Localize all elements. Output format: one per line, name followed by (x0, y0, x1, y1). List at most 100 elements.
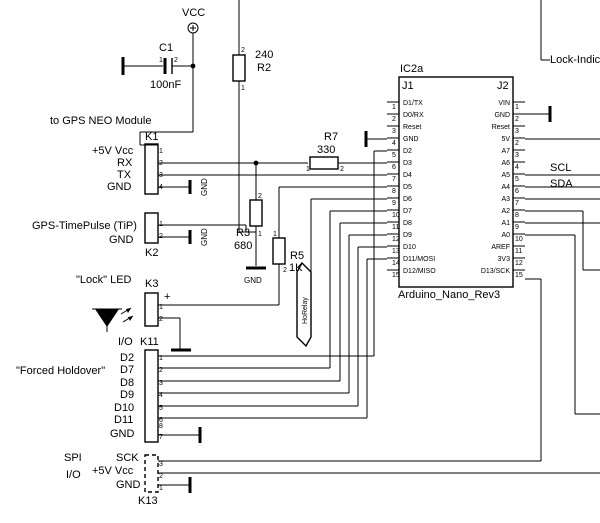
svg-text:1: 1 (159, 355, 163, 362)
resistor-r2: 2 1 240 R2 (232, 0, 273, 232)
k11-title: "Forced Holdover" (16, 365, 105, 377)
j2-pin-number: 4 (515, 164, 519, 171)
k11-io: I/O (118, 336, 133, 348)
k11-pin-d9: D9 (120, 389, 134, 401)
lock-indicator-label: Lock-Indic (550, 54, 600, 66)
j1-pin-number: 10 (392, 212, 400, 219)
resistor-r7: R7 330 1 2 (306, 131, 380, 173)
r7-value: 330 (317, 144, 335, 156)
resistor-r3: 2 1 R3 680 GND (234, 193, 266, 285)
k3-plus: + (164, 291, 170, 303)
k11-pin-d7: D7 (120, 364, 134, 376)
j1-pin-number: 5 (392, 152, 396, 159)
r5-ref: R5 (290, 250, 304, 262)
k3-title: "Lock" LED (76, 274, 132, 286)
j2-pin-label: GND (494, 112, 510, 119)
k1-pin-rx: RX (117, 157, 133, 169)
j2-pin-number: 3 (515, 152, 519, 159)
k2-title: GPS-TimePulse (TiP) (32, 220, 137, 232)
j2-pin-label: A0 (501, 232, 510, 239)
k13-title: SPI (64, 452, 82, 464)
svg-text:3: 3 (159, 380, 163, 387)
j1-pin-number: 11 (392, 224, 399, 231)
j1-pin-number: 15 (392, 272, 400, 279)
svg-text:6: 6 (159, 417, 163, 424)
k2-pin-gnd: GND (109, 234, 134, 246)
k11-ref: K11 (140, 336, 159, 348)
j1-pin-number: 14 (392, 260, 400, 267)
led-icon (92, 307, 134, 332)
j1-pin-label: D10 (403, 244, 416, 251)
j2-pin-label: A7 (501, 148, 510, 155)
k1-pin-tx: TX (117, 169, 132, 181)
r2-value: 240 (255, 49, 273, 61)
j2-pin-label: A2 (501, 208, 510, 215)
connector-k1: to GPS NEO Module K1 +5V Vcc RX TX GND 1… (50, 115, 387, 196)
j1-pin-number: 2 (392, 116, 396, 123)
j1-pin-label: D2 (403, 148, 412, 155)
connector-k2: GPS-TimePulse (TiP) GND K2 1 2 GND (32, 212, 247, 259)
j2-pin-number: 12 (515, 260, 523, 267)
svg-text:1: 1 (241, 85, 245, 92)
j2-pin-label: D13/SCK (481, 268, 511, 275)
svg-text:2: 2 (340, 166, 344, 173)
j1-pin-number: 7 (392, 176, 396, 183)
k11-pin-gnd: GND (110, 428, 135, 440)
vcc-symbol: VCC (182, 7, 205, 34)
j2-pin-label: 3V3 (498, 256, 511, 263)
svg-text:1: 1 (159, 304, 163, 311)
j1-pin-label: Reset (403, 124, 421, 131)
j1-ref: J1 (402, 80, 414, 92)
j2-pin-label: A3 (501, 196, 510, 203)
j1-pin-label: D1/TX (403, 100, 423, 107)
connector-k3: "Lock" LED K3 + 1 2 (76, 274, 279, 352)
k11-pin-d2: D2 (120, 352, 134, 364)
svg-text:8: 8 (159, 423, 163, 430)
svg-text:1: 1 (273, 231, 277, 238)
j1-pin-label: D6 (403, 196, 412, 203)
r3-gnd-label: GND (244, 276, 262, 285)
j1-pin-number: 6 (392, 164, 396, 171)
arduino-nano-ic: IC2a Arduino_Nano_Rev3 J1 J2 1D1/TX2D0/R… (387, 63, 525, 301)
r3-ref: R3 (236, 227, 250, 239)
j1-pin-label: D9 (403, 232, 412, 239)
ic-model: Arduino_Nano_Rev3 (398, 289, 500, 301)
svg-text:7: 7 (159, 434, 163, 441)
j2-pin-number: 5 (515, 176, 519, 183)
j2-pin-number: 10 (515, 236, 523, 243)
j2-pin-label: A4 (501, 184, 510, 191)
r5-value: 1K (289, 262, 303, 274)
svg-text:2: 2 (283, 267, 287, 274)
svg-text:2: 2 (159, 316, 163, 323)
j1-pin-number: 12 (392, 236, 400, 243)
j2-pin-number: 1 (515, 104, 519, 111)
j2-pin-label: 5V (501, 136, 510, 143)
k13-ref: K13 (138, 495, 158, 507)
k1-gnd-label: GND (200, 178, 209, 196)
j1-pin-number: 13 (392, 248, 400, 255)
capacitor-c1: 1 2 C1 100nF (121, 42, 193, 91)
j2-pin-label: AREF (491, 244, 510, 251)
j1-pin-label: D11/MOSI (403, 256, 435, 263)
j1-pin-label: D7 (403, 208, 412, 215)
c1-value: 100nF (150, 79, 181, 91)
k13-pin-gnd: GND (116, 479, 141, 491)
c1-ref: C1 (159, 42, 173, 54)
sda-label: SDA (550, 178, 573, 190)
k13-pin-sck: SCK (116, 452, 139, 464)
j1-pin-number: 4 (392, 140, 396, 147)
j1-pin-label: D5 (403, 184, 412, 191)
j1-pin-label: D4 (403, 172, 412, 179)
k13-pin-vcc: +5V Vcc (92, 465, 134, 477)
j1-pin-number: 1 (392, 104, 396, 111)
j2-ref: J2 (497, 80, 509, 92)
j2-pin-number: 11 (515, 248, 522, 255)
svg-text:1: 1 (159, 148, 163, 155)
j2-pin-number: 3 (515, 128, 519, 135)
j1-pin-label: D8 (403, 220, 412, 227)
svg-text:2: 2 (174, 57, 178, 64)
j1-pin-label: D0/RX (403, 112, 424, 119)
scl-label: SCL (550, 162, 571, 174)
j2-pin-label: VIN (498, 100, 510, 107)
j2-pin-number: 6 (515, 188, 519, 195)
